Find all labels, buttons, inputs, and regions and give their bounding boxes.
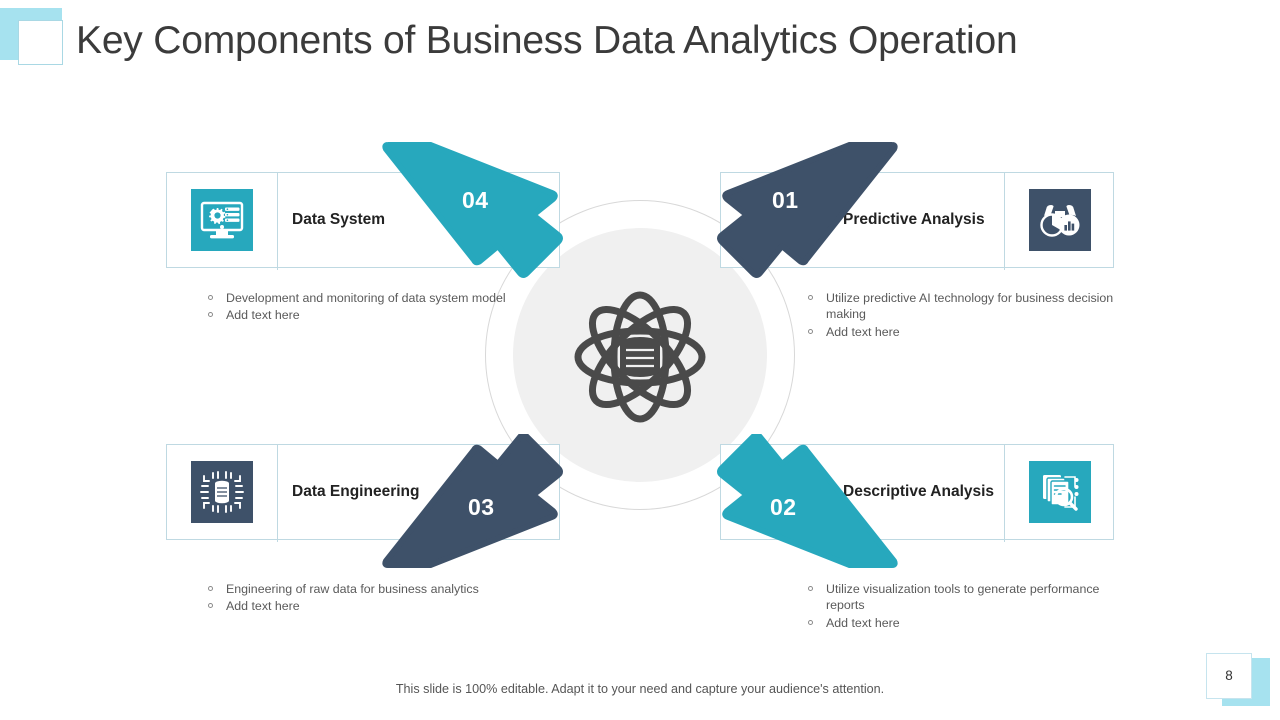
panel-label: Data System [292, 211, 386, 228]
bullet-circle-icon [808, 619, 813, 625]
bullet-circle-icon [208, 312, 213, 318]
center-outer-ring [485, 200, 795, 510]
panel-divider [1004, 172, 1005, 270]
bullet-text: Add text here [226, 599, 300, 614]
bullet-text: Utilize predictive AI technology for bus… [826, 291, 1114, 322]
list-item: Development and monitoring of data syste… [198, 290, 528, 306]
title-accent-outline-box [18, 20, 63, 65]
bullet-text: Utilize visualization tools to generate … [826, 582, 1100, 613]
bullets-data-engineering: Engineering of raw data for business ana… [198, 581, 528, 616]
bullet-text: Add text here [226, 308, 300, 323]
bullet-circle-icon [208, 603, 213, 609]
bullet-circle-icon [808, 586, 813, 591]
bullet-circle-icon [208, 295, 213, 300]
list-item: Add text here [198, 598, 528, 614]
bullet-text: Add text here [826, 615, 900, 630]
list-item: Add text here [798, 615, 1128, 631]
panel-label: Data Engineering [292, 483, 420, 500]
bullet-text: Engineering of raw data for business ana… [226, 582, 479, 596]
panel-predictive-analysis[interactable]: Predictive Analysis [720, 172, 1114, 270]
page-title: Key Components of Business Data Analytic… [76, 19, 1018, 62]
panel-data-engineering[interactable]: Data Engineering [166, 444, 560, 542]
bullet-text: Add text here [826, 324, 900, 339]
panel-data-system[interactable]: Data System [166, 172, 560, 270]
list-item: Engineering of raw data for business ana… [198, 581, 528, 597]
bullet-circle-icon [208, 586, 213, 591]
atom-database-icon [565, 282, 715, 432]
panel-divider [277, 172, 278, 270]
list-item: Utilize visualization tools to generate … [798, 581, 1128, 614]
list-item: Add text here [798, 324, 1128, 340]
bullet-text: Development and monitoring of data syste… [226, 291, 506, 305]
binoculars-chart-icon [1029, 189, 1091, 251]
chip-database-icon [191, 461, 253, 523]
list-item: Utilize predictive AI technology for bus… [798, 290, 1128, 323]
list-item: Add text here [198, 307, 528, 323]
monitor-gear-icon [191, 189, 253, 251]
panel-descriptive-analysis[interactable]: Descriptive Analysis [720, 444, 1114, 542]
bullet-circle-icon [808, 328, 813, 334]
footer-note: This slide is 100% editable. Adapt it to… [395, 682, 885, 696]
bullets-predictive-analysis: Utilize predictive AI technology for bus… [798, 290, 1128, 341]
bullet-circle-icon [808, 295, 813, 300]
panel-divider [1004, 444, 1005, 542]
page-number: 8 [1206, 653, 1252, 699]
document-search-icon [1029, 461, 1091, 523]
panel-label: Descriptive Analysis [843, 483, 995, 500]
panel-label: Predictive Analysis [843, 211, 985, 228]
panel-divider [277, 444, 278, 542]
bullets-descriptive-analysis: Utilize visualization tools to generate … [798, 581, 1128, 632]
bullets-data-system: Development and monitoring of data syste… [198, 290, 528, 325]
